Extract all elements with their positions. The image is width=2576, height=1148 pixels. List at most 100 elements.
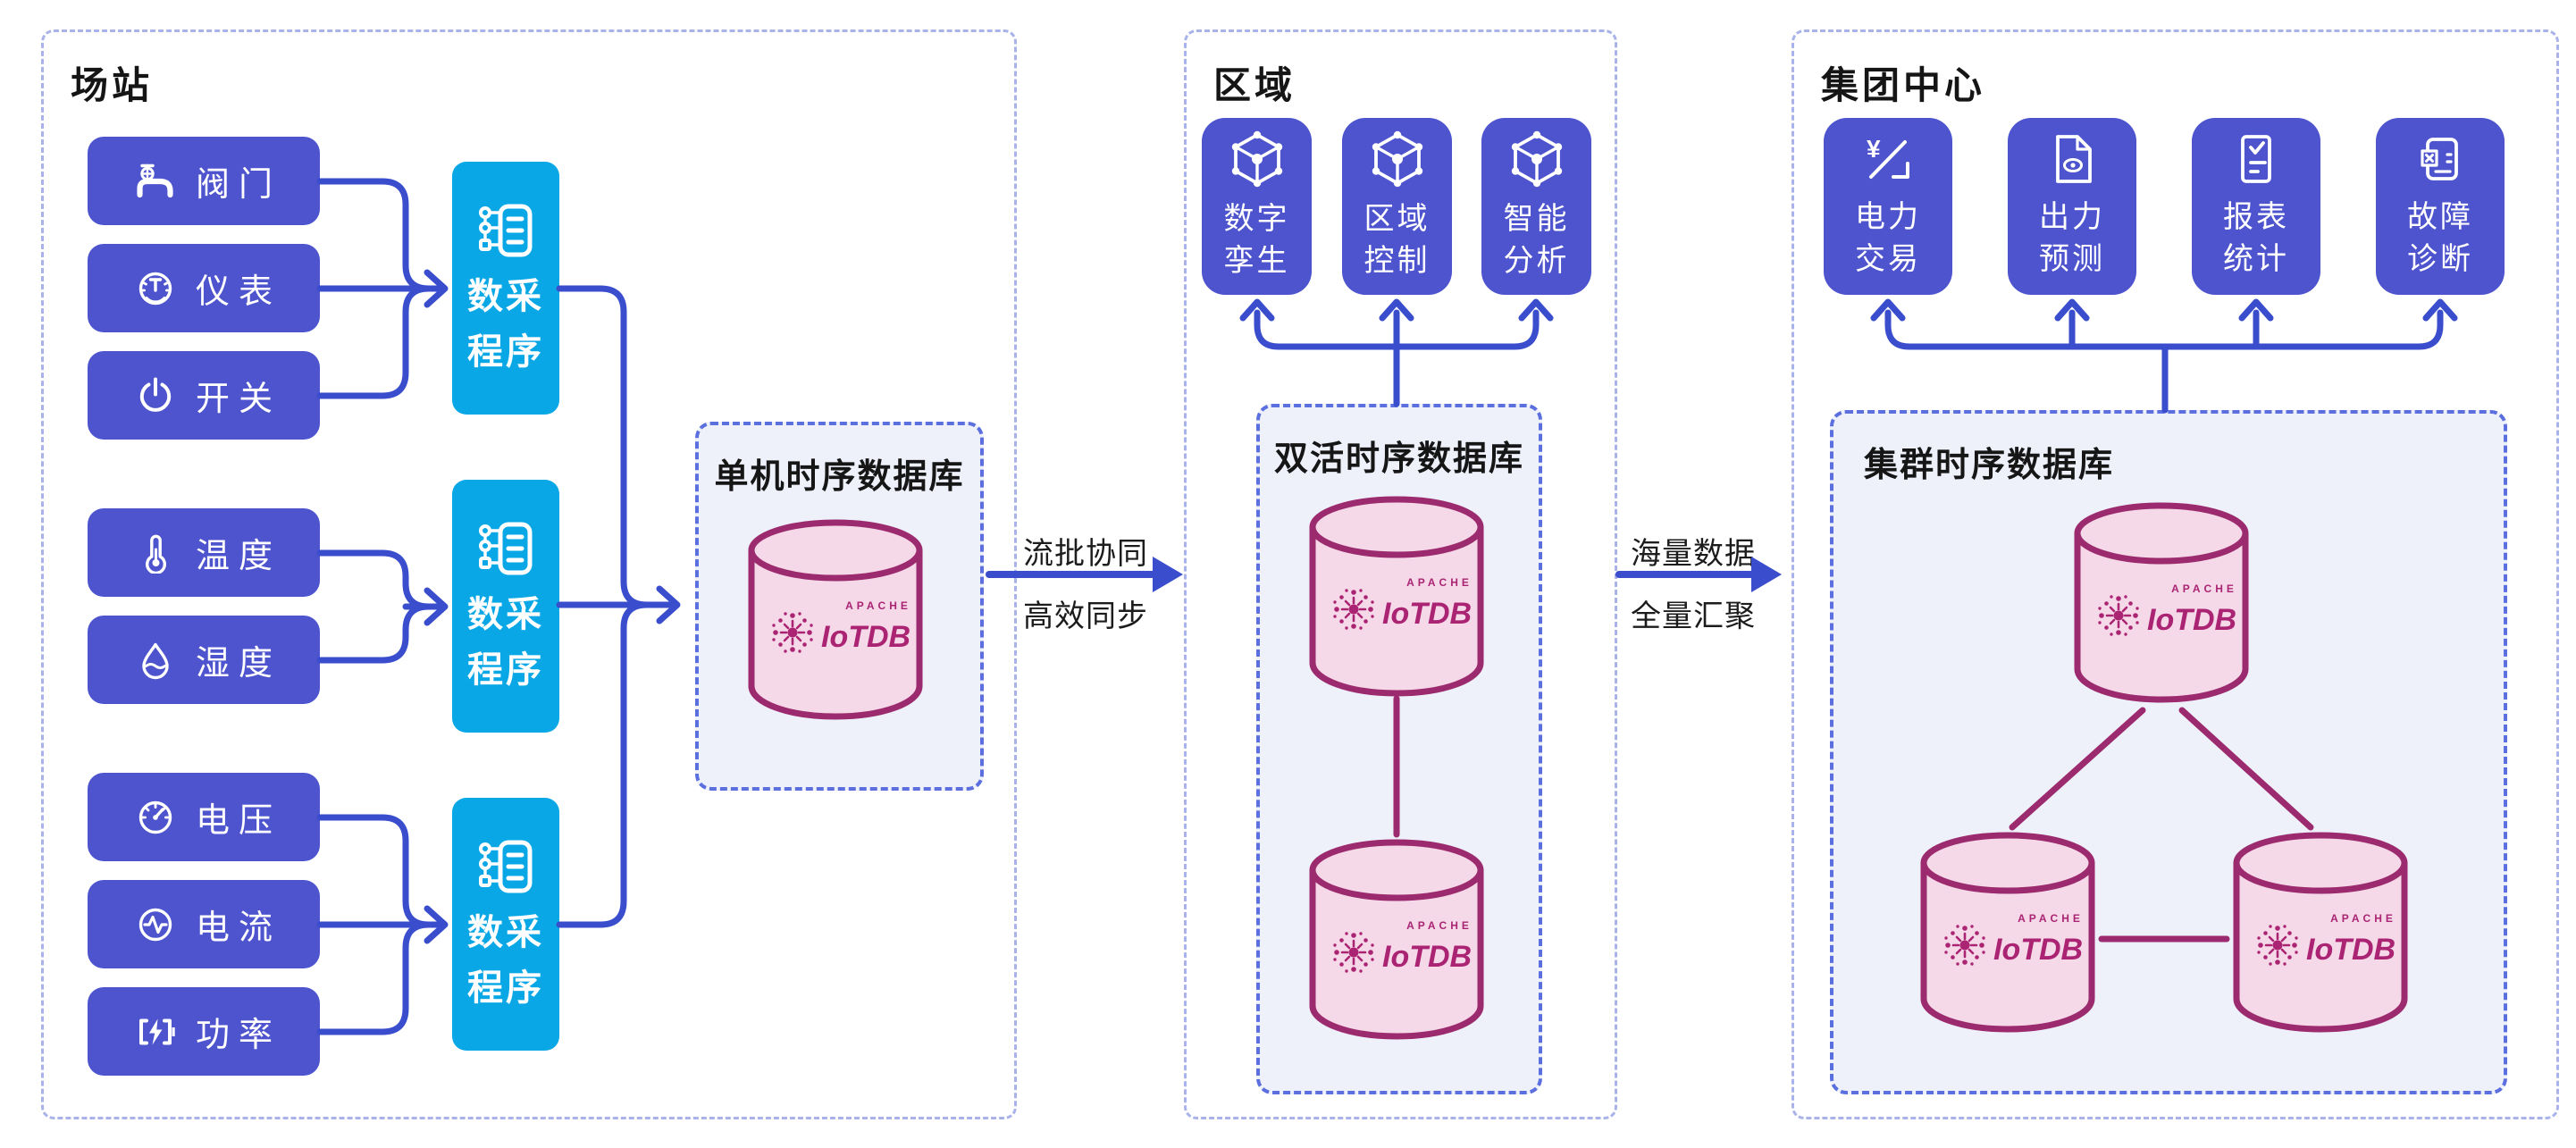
sensor-box-switch: 开关 <box>88 351 320 440</box>
sensor-box-power: 功率 <box>88 987 320 1076</box>
iotdb-database-cylinder: IoTDB APACHE <box>1309 839 1484 1040</box>
flow-label-stream-batch: 流批协同 <box>1023 537 1148 571</box>
humidity-icon <box>142 642 169 679</box>
sensor-box-voltage: 电压 <box>88 773 320 861</box>
iotdb-logo-text: IoTDB <box>1993 933 2083 967</box>
app-label-line2: 交易 <box>1855 242 1921 276</box>
app-box-digital-twin: 数字 孪生 <box>1202 118 1312 295</box>
sensor-label: 仪表 <box>195 273 281 311</box>
cube-network-icon <box>1372 130 1422 188</box>
section-group-center-label: 集团中心 <box>1821 64 1986 106</box>
app-label-line1: 智能 <box>1503 202 1570 236</box>
iotdb-logo-text: IoTDB <box>1382 597 1472 631</box>
app-box-report-statistics: 报表 统计 <box>2192 118 2320 295</box>
iotdb-database-cylinder: IoTDB APACHE <box>1920 832 2095 1033</box>
sensor-label: 电流 <box>195 909 281 947</box>
apache-logo-text: APACHE <box>1406 919 1473 932</box>
daq-program-box-1: 数采 程序 <box>452 162 559 415</box>
app-label-line2: 控制 <box>1364 244 1431 278</box>
apache-logo-text: APACHE <box>2330 912 2396 925</box>
app-box-output-forecast: 出力 预测 <box>2008 118 2136 295</box>
iotdb-database-cylinder: IoTDB APACHE <box>2074 502 2249 703</box>
app-label-line2: 预测 <box>2039 242 2105 276</box>
sensor-label: 湿度 <box>195 645 281 683</box>
app-label-line1: 故障 <box>2407 200 2473 234</box>
sensor-label: 温度 <box>195 538 281 575</box>
iotdb-database-cylinder: IoTDB APACHE <box>748 519 923 720</box>
sensor-label: 阀门 <box>195 166 281 204</box>
app-label-line2: 诊断 <box>2407 242 2473 276</box>
sensor-box-humidity: 湿度 <box>88 616 320 704</box>
battery-bolt-icon <box>138 1018 175 1044</box>
standalone-tsdb-title: 单机时序数据库 <box>714 458 965 496</box>
app-label-line2: 孪生 <box>1223 244 1290 278</box>
section-station-label: 场站 <box>71 64 154 106</box>
iotdb-logo: IoTDB APACHE <box>1332 919 1473 974</box>
daq-label-line1: 数采 <box>467 912 544 952</box>
sensor-box-meter: 仪表 <box>88 244 320 332</box>
apache-logo-text: APACHE <box>2018 912 2084 925</box>
apache-logo-text: APACHE <box>845 599 911 612</box>
report-checklist-icon <box>2241 135 2271 183</box>
section-group-center: 集团中心 <box>1791 29 2559 1119</box>
cube-network-icon <box>1511 130 1562 188</box>
iotdb-logo-text: IoTDB <box>2306 933 2396 967</box>
dual-active-tsdb-title: 双活时序数据库 <box>1273 440 1524 478</box>
valve-icon <box>137 163 173 197</box>
current-waveform-icon <box>138 908 172 941</box>
app-box-power-trading: ¥ 电力 交易 <box>1824 118 1952 295</box>
daq-label-line2: 程序 <box>467 968 544 1008</box>
meter-icon <box>138 272 172 305</box>
power-switch-icon <box>139 377 172 412</box>
cube-network-icon <box>1231 130 1282 188</box>
app-box-fault-diagnosis: 故障 诊断 <box>2376 118 2505 295</box>
yen-glyph: ¥ <box>1867 135 1881 163</box>
sensor-label: 开关 <box>195 381 281 418</box>
daq-label-line1: 数采 <box>467 276 544 316</box>
app-label-line2: 分析 <box>1503 244 1570 278</box>
app-label-line1: 电力 <box>1855 200 1921 234</box>
iotdb-logo: IoTDB APACHE <box>2256 912 2396 967</box>
iotdb-logo: IoTDB APACHE <box>770 599 911 655</box>
app-label-line1: 区域 <box>1364 202 1431 236</box>
document-eye-icon <box>2056 135 2092 183</box>
app-label-line1: 报表 <box>2223 200 2289 234</box>
iotdb-logo-text: IoTDB <box>2147 603 2236 637</box>
iotdb-logo: IoTDB APACHE <box>1332 576 1473 632</box>
thermometer-icon <box>145 534 166 574</box>
iotdb-logo: IoTDB APACHE <box>2097 582 2237 638</box>
flow-label-full-aggregation: 全量汇聚 <box>1631 599 1756 633</box>
collector-program-icon <box>479 204 533 256</box>
flow-label-efficient-sync: 高效同步 <box>1023 599 1148 633</box>
app-box-region-control: 区域 控制 <box>1342 118 1452 295</box>
collector-program-icon <box>479 840 533 892</box>
apache-logo-text: APACHE <box>1406 576 1473 589</box>
collector-program-icon <box>479 522 533 574</box>
iotdb-database-cylinder: IoTDB APACHE <box>1309 496 1484 697</box>
iotdb-logo-text: IoTDB <box>1382 940 1472 974</box>
flow-label-massive-data: 海量数据 <box>1631 537 1756 571</box>
daq-label-line2: 程序 <box>467 649 544 690</box>
daq-program-box-2: 数采 程序 <box>452 480 559 733</box>
sensor-label: 电压 <box>195 802 281 840</box>
app-label-line2: 统计 <box>2223 242 2289 276</box>
apache-logo-text: APACHE <box>2171 582 2237 595</box>
sensor-label: 功率 <box>195 1017 281 1054</box>
standalone-tsdb-panel: 单机时序数据库 <box>695 422 984 791</box>
iotdb-database-cylinder: IoTDB APACHE <box>2233 832 2408 1033</box>
daq-program-box-3: 数采 程序 <box>452 798 559 1051</box>
sensor-box-current: 电流 <box>88 880 320 968</box>
daq-label-line2: 程序 <box>467 331 544 372</box>
app-label-line1: 出力 <box>2039 200 2105 234</box>
cluster-tsdb-title: 集群时序数据库 <box>1864 447 2115 484</box>
voltage-gauge-icon <box>138 800 172 834</box>
fault-diagnosis-icon <box>2421 138 2458 180</box>
daq-label-line1: 数采 <box>467 594 544 634</box>
iotdb-logo-text: IoTDB <box>821 620 910 654</box>
section-region-label: 区域 <box>1213 64 1296 106</box>
sensor-box-temperature: 温度 <box>88 508 320 597</box>
iotdb-logo: IoTDB APACHE <box>1943 912 2084 967</box>
currency-trade-icon: ¥ <box>1867 135 1909 179</box>
app-box-smart-analysis: 智能 分析 <box>1481 118 1591 295</box>
